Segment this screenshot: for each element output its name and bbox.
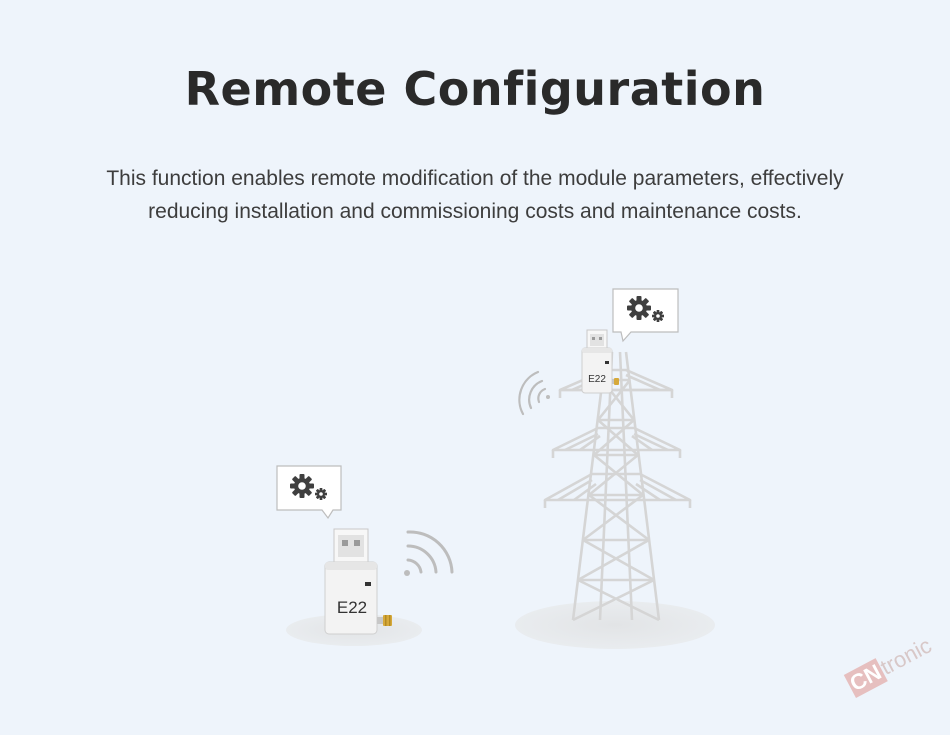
settings-bubble [276, 465, 342, 520]
settings-bubble-tower [612, 288, 679, 343]
module-label-tower: E22 [588, 374, 606, 385]
antenna-connector [383, 615, 392, 626]
ground-device-group: E22 [276, 465, 454, 646]
description-line-2: reducing installation and commissioning … [148, 200, 802, 223]
e22-module: E22 [324, 561, 392, 635]
wifi-signal-icon [404, 530, 454, 576]
power-tower-icon [543, 351, 692, 622]
e22-module-tower: E22 [581, 347, 619, 394]
module-label: E22 [337, 598, 367, 617]
tower-group: E22 [515, 288, 715, 649]
usb-connector-small [586, 329, 608, 351]
description-line-1: This function enables remote modificatio… [106, 167, 844, 190]
wifi-signal-icon-tower [518, 370, 550, 416]
page-title: Remote Configuration [184, 62, 766, 116]
page-description: This function enables remote modificatio… [30, 162, 920, 228]
usb-connector [333, 528, 369, 566]
tower-shadow [515, 601, 715, 649]
